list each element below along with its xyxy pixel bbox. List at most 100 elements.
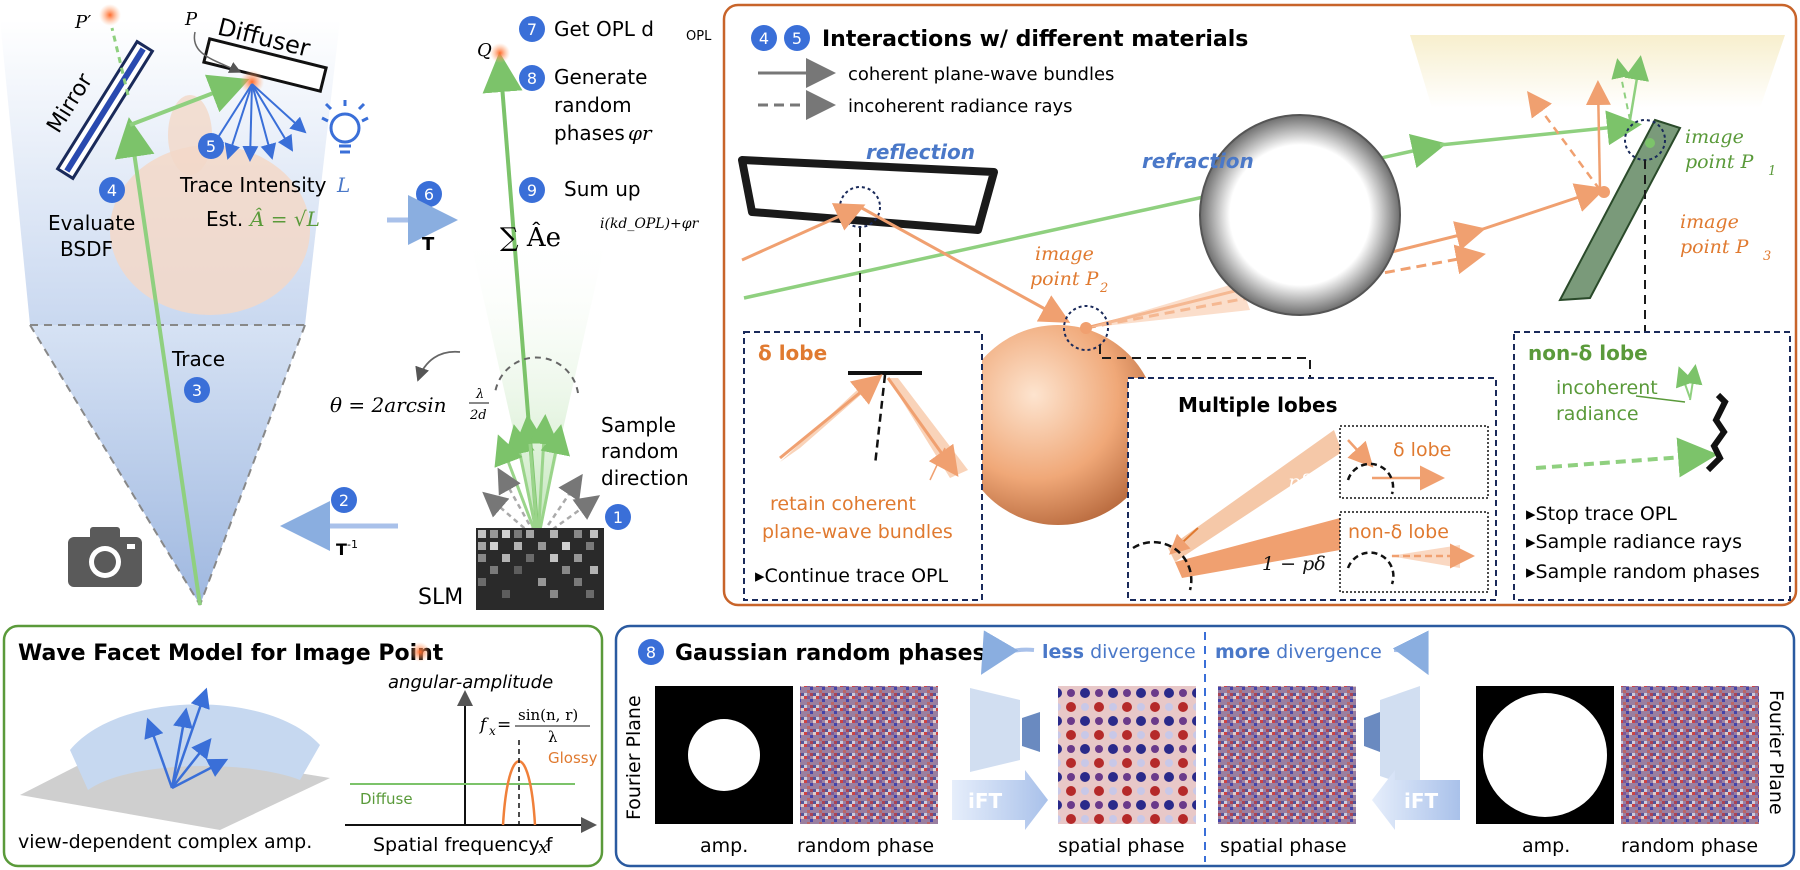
spatial-phase-caption-right: spatial phase (1220, 835, 1347, 857)
non-delta-lobe-title: non-δ lobe (1528, 341, 1648, 365)
sum-exponent: i(kd_OPL)+φr (600, 216, 700, 232)
badge-7: 7 (519, 16, 545, 42)
svg-text:2: 2 (339, 491, 349, 510)
fx-formula: f (478, 715, 489, 735)
p-delta-label: pδ (1288, 471, 1312, 493)
spatial-phase-image-left (1058, 686, 1196, 824)
amp-caption-left: amp. (700, 835, 748, 857)
svg-text:=: = (497, 715, 511, 735)
svg-text:iFT: iFT (1404, 789, 1439, 813)
delta-lobe-mini-label: δ lobe (1393, 439, 1451, 461)
sample-rays-label: ▸Sample radiance rays (1526, 531, 1742, 553)
random-dir-label: random (601, 439, 679, 463)
wave-facet-panel: Wave Facet Model for Image Point view-de… (2, 624, 604, 868)
svg-text:T: T (422, 234, 435, 255)
non-delta-lobe-box (1513, 331, 1791, 601)
evaluate-label: Evaluate (48, 211, 135, 235)
view-dependent-caption: view-dependent complex amp. (18, 831, 312, 853)
p-prime-glow (99, 4, 121, 26)
radiance-label: radiance (1556, 403, 1639, 425)
legend-dashed-label: incoherent radiance rays (848, 96, 1073, 117)
svg-text:1: 1 (613, 508, 623, 527)
sum-up-label: Sum up (564, 177, 641, 201)
fourier-plane-left: Fourier Plane (623, 695, 645, 820)
badge-2: 2 (331, 487, 357, 513)
image-point-glow-icon (410, 642, 430, 662)
svg-text:4: 4 (759, 29, 769, 48)
sum-formula: ∑ Âe (500, 221, 561, 253)
opl-subscript: OPL (686, 29, 712, 44)
ift-arrow-right: iFT (1372, 770, 1460, 830)
view-cone-lower (30, 325, 305, 605)
theta-formula: θ = 2arcsin (330, 393, 446, 417)
svg-text:8: 8 (527, 69, 537, 88)
direction-label: direction (601, 466, 689, 490)
diffuse-label: Diffuse (360, 790, 413, 808)
badge-3: 3 (184, 377, 210, 403)
badge-5-right: 5 (784, 25, 810, 51)
p2-image-label: image (1035, 243, 1094, 265)
one-minus-p-delta-label: 1 − pδ (1262, 553, 1326, 575)
transform-T-inverse: 2 T -1 (280, 487, 398, 559)
fourier-plane-right: Fourier Plane (1765, 690, 1787, 815)
trace-label: Trace (171, 347, 225, 371)
badge-8-right: 8 (638, 639, 664, 665)
retain-label-2: plane-wave bundles (762, 521, 953, 543)
less-divergence: less divergence (1042, 641, 1196, 663)
phi-r-label: φr (628, 121, 653, 145)
delta-lobe-mini-box (1339, 425, 1489, 499)
p1-image-label: image (1685, 126, 1744, 148)
bsdf-label: BSDF (60, 237, 113, 261)
green-fan (468, 230, 608, 540)
p3-image-label: image (1680, 211, 1739, 233)
generate-label: Generate (554, 65, 647, 89)
retain-label-1: retain coherent (770, 493, 916, 515)
incoherent-label: incoherent (1556, 377, 1658, 399)
badge-6: 6 (416, 181, 442, 207)
phases-label: phases (554, 121, 625, 145)
svg-text:9: 9 (527, 181, 537, 200)
random-phase-caption-left: random phase (797, 835, 934, 857)
slm-label: SLM (418, 585, 463, 610)
fx-numerator: sin(n, r) (518, 706, 578, 724)
get-opl-label: Get OPL d (554, 17, 654, 41)
reflection-label: reflection (866, 140, 975, 164)
svg-text:4: 4 (107, 181, 117, 200)
theta-2d: 2d (469, 408, 487, 423)
more-divergence: more divergence (1215, 641, 1382, 663)
random-label: random (554, 93, 632, 117)
multiple-lobes-title: Multiple lobes (1178, 393, 1338, 417)
refraction-label: refraction (1142, 149, 1254, 173)
svg-text:x: x (489, 724, 496, 738)
badge-5-left: 5 (198, 133, 224, 159)
projector-right-icon (1364, 686, 1420, 790)
interactions-title: Interactions w/ different materials (822, 27, 1248, 52)
theta-lambda: λ (475, 387, 484, 402)
svg-text:6: 6 (424, 185, 434, 204)
p-label: P (184, 9, 198, 30)
interactions-panel: 4 5 Interactions w/ different materials … (722, 3, 1798, 607)
svg-text:-1: -1 (347, 538, 358, 551)
svg-text:8: 8 (646, 643, 656, 662)
mirror-plate (738, 156, 998, 234)
area-light (1410, 35, 1785, 108)
spatial-phase-caption-left: spatial phase (1058, 835, 1185, 857)
interactions-frame (722, 3, 1798, 607)
delta-lobe-title: δ lobe (758, 341, 827, 365)
legend-solid-label: coherent plane-wave bundles (848, 64, 1114, 85)
bunny-silhouette (110, 145, 310, 315)
transform-T: 6 T (387, 181, 458, 255)
svg-text:1: 1 (1768, 164, 1776, 179)
est-formula: Â = √L (248, 207, 320, 231)
svg-text:2: 2 (1099, 281, 1108, 296)
svg-text:T: T (336, 540, 347, 559)
sample-label: Sample (601, 413, 676, 437)
random-phase-image-left (800, 686, 938, 824)
angular-amplitude-label: angular-amplitude (388, 672, 553, 693)
diffuse-sphere (958, 325, 1158, 525)
camera-cone-diagram: Mirror Diffuser P′ P (0, 4, 369, 606)
gaussian-panel: 8 Gaussian random phases less divergence… (614, 624, 1796, 868)
slm-grid (476, 528, 604, 610)
svg-text:3: 3 (192, 381, 202, 400)
projector-left-icon (970, 688, 1040, 772)
